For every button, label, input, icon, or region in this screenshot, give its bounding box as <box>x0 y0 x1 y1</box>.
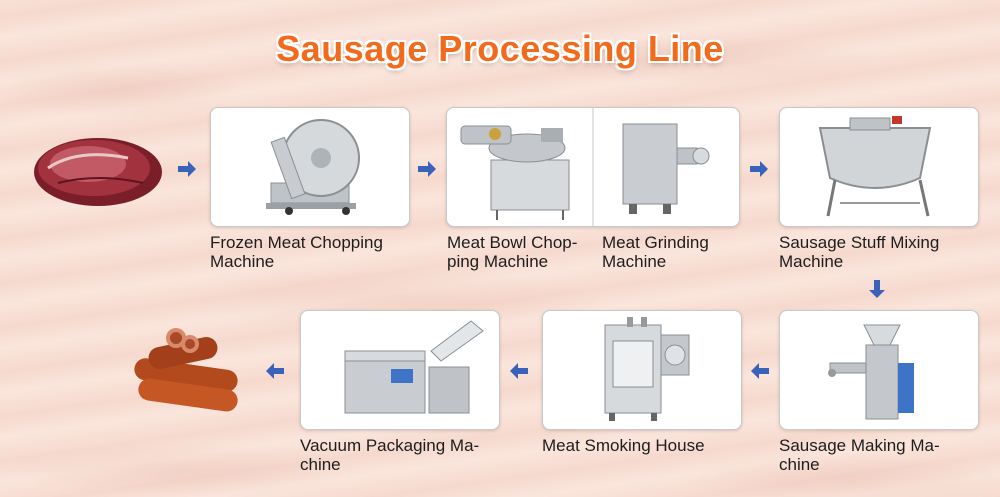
vacuum-packer-icon <box>301 311 499 429</box>
arrow-left-icon <box>508 360 530 382</box>
step-card-smoking-house <box>542 310 742 430</box>
step-card-vacuum-packaging <box>300 310 500 430</box>
arrow-down-icon <box>866 278 888 300</box>
frozen-meat-chopper-icon <box>211 108 409 226</box>
step-label-smoking-house: Meat Smoking House <box>542 436 705 455</box>
sausage-stuffer-icon <box>780 311 978 429</box>
mixer-icon <box>780 108 978 226</box>
raw-meat-image <box>28 128 168 210</box>
smoke-house-icon <box>543 311 741 429</box>
step-card-frozen-meat-chopping <box>210 107 410 227</box>
arrow-left-icon <box>749 360 771 382</box>
arrow-right-icon <box>176 158 198 180</box>
step-label-meat-bowl-chopping: Meat Bowl Chop-ping Machine <box>447 233 577 271</box>
cooked-sausages-image <box>128 322 248 412</box>
step-label-sausage-making: Sausage Making Ma-chine <box>779 436 940 474</box>
page-title: Sausage Processing Line <box>0 28 1000 70</box>
bowl-chopper-icon <box>461 126 569 220</box>
bowl-chopper-and-grinder-icons <box>447 108 739 226</box>
arrow-right-icon <box>416 158 438 180</box>
arrow-left-icon <box>264 360 286 382</box>
step-label-vacuum-packaging: Vacuum Packaging Ma-chine <box>300 436 479 474</box>
meat-grinder-icon <box>623 124 709 214</box>
step-card-bowl-and-grinding <box>446 107 740 227</box>
step-card-stuff-mixing <box>779 107 979 227</box>
arrow-right-icon <box>748 158 770 180</box>
step-card-sausage-making <box>779 310 979 430</box>
